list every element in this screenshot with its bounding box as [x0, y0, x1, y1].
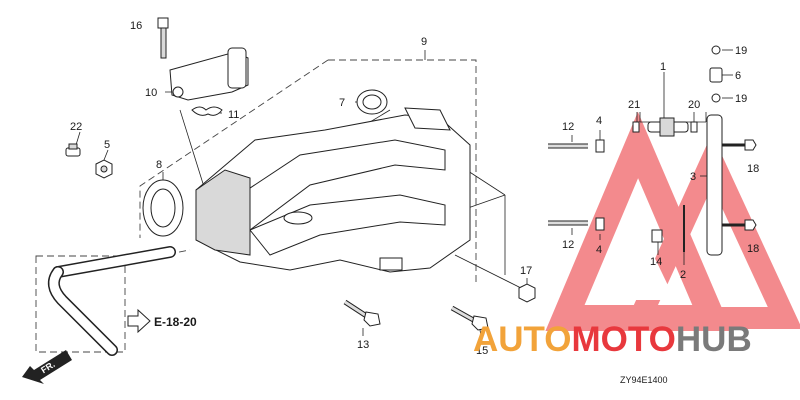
bolt-13-shape	[343, 299, 381, 327]
reference-arrow-icon	[127, 308, 151, 334]
part-label-19-lower: 19	[735, 93, 747, 105]
washer-19-lower-shape	[711, 93, 721, 103]
watermark-logo-graphic	[545, 111, 800, 331]
watermark-moto: MOTO	[572, 320, 676, 359]
washer-19-upper-shape	[711, 45, 721, 55]
intake-manifold-9-shape	[195, 107, 471, 273]
seal-20-shape	[690, 121, 698, 133]
nut-17-shape	[518, 283, 536, 303]
nut-5-shape	[95, 159, 113, 179]
watermark-auto: AUTO	[473, 320, 572, 359]
watermark-wordmark: AUTOMOTOHUB	[473, 320, 752, 359]
part-label-2: 2	[680, 269, 686, 281]
bolt-15-shape	[450, 305, 489, 331]
collar-4-upper-shape	[595, 139, 605, 153]
part-label-7: 7	[339, 97, 345, 109]
bolt-16-shape	[157, 17, 169, 59]
part-label-3: 3	[690, 171, 696, 183]
part-label-10: 10	[145, 87, 157, 99]
section-reference-label: E-18-20	[154, 315, 197, 329]
part-label-6: 6	[735, 70, 741, 82]
bolt-18-upper-shape	[722, 139, 757, 151]
part-label-11: 11	[228, 109, 239, 121]
part-label-22: 22	[70, 121, 82, 133]
clip-11-shape	[191, 106, 223, 116]
cap-22-shape	[65, 143, 81, 157]
section-reference: E-18-20	[127, 308, 197, 334]
hose-shape	[47, 246, 176, 356]
fuel-rail-3-shape	[706, 114, 723, 256]
seal-21-shape	[632, 121, 640, 133]
part-label-18-lower: 18	[747, 243, 759, 255]
drawing-code: ZY94E1400	[620, 375, 668, 385]
part-label-4-upper: 4	[596, 115, 602, 127]
part-labels: 16 9 10 11 7 22 5 8 1 21 20 19 6 19 12 4…	[70, 20, 759, 357]
part-label-16: 16	[130, 20, 142, 32]
part-label-9: 9	[421, 36, 427, 48]
part-label-17: 17	[520, 265, 532, 277]
part-label-1: 1	[660, 61, 666, 73]
part-label-19-upper: 19	[735, 45, 747, 57]
ring-7-shape	[356, 89, 388, 115]
bolt-14-shape	[651, 229, 663, 243]
gasket-8-shape	[142, 179, 184, 237]
part-label-5: 5	[104, 139, 110, 151]
part-label-12-upper: 12	[562, 121, 574, 133]
part-label-14: 14	[650, 256, 662, 268]
part-label-12-lower: 12	[562, 239, 574, 251]
part-label-20: 20	[688, 99, 700, 111]
part-label-4-lower: 4	[596, 244, 602, 256]
actuator-bracket-10-shape	[169, 47, 249, 101]
part-label-21: 21	[628, 99, 640, 111]
collar-4-lower-shape	[595, 217, 605, 231]
front-direction-indicator: FR.	[22, 350, 72, 384]
injector-1-shape	[647, 117, 689, 137]
part-label-18-upper: 18	[747, 163, 759, 175]
front-arrow-icon	[22, 350, 72, 384]
fitting-6-shape	[709, 67, 723, 83]
part-label-15: 15	[476, 345, 488, 357]
bolt-18-lower-shape	[722, 219, 757, 231]
part-label-13: 13	[357, 339, 369, 351]
watermark-hub: HUB	[676, 320, 752, 359]
part-label-8: 8	[156, 159, 162, 171]
